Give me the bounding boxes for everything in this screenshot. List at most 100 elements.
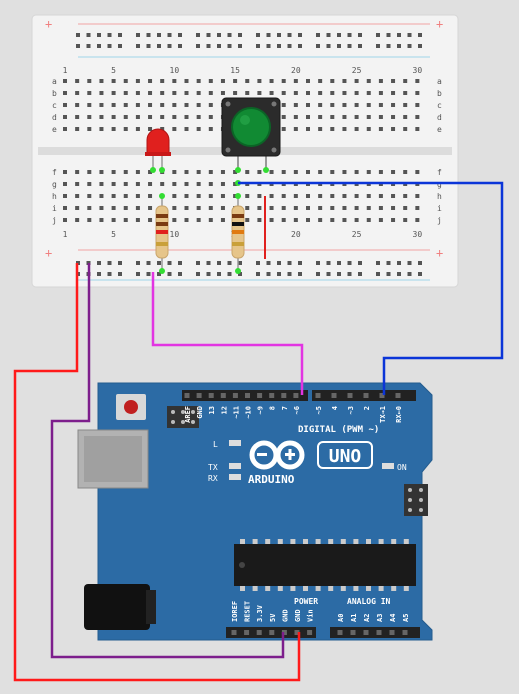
breadboard-hole[interactable] — [330, 218, 335, 222]
rail-hole[interactable] — [358, 261, 362, 265]
breadboard-hole[interactable] — [269, 194, 274, 198]
breadboard-hole[interactable] — [184, 115, 189, 119]
breadboard-hole[interactable] — [87, 91, 92, 95]
breadboard-hole[interactable] — [391, 127, 396, 131]
rail-hole[interactable] — [277, 272, 281, 276]
breadboard-hole[interactable] — [172, 91, 177, 95]
breadboard-hole[interactable] — [391, 115, 396, 119]
wire-magenta-pin8[interactable] — [151, 272, 304, 395]
breadboard-hole[interactable] — [366, 194, 371, 198]
breadboard-hole[interactable] — [378, 218, 383, 222]
breadboard-hole[interactable] — [354, 91, 359, 95]
breadboard-hole[interactable] — [123, 115, 128, 119]
breadboard-hole[interactable] — [87, 79, 92, 83]
breadboard-hole[interactable] — [160, 127, 165, 131]
breadboard-hole[interactable] — [293, 103, 298, 107]
breadboard-hole[interactable] — [257, 79, 262, 83]
breadboard-hole[interactable] — [135, 79, 140, 83]
rail-hole[interactable] — [178, 44, 182, 48]
rail-hole[interactable] — [298, 44, 302, 48]
rail-hole[interactable] — [386, 33, 391, 37]
red-led[interactable] — [145, 128, 171, 173]
rail-hole[interactable] — [196, 261, 200, 265]
rail-hole[interactable] — [376, 272, 380, 276]
breadboard-hole[interactable] — [87, 218, 92, 222]
breadboard-hole[interactable] — [415, 194, 420, 198]
breadboard-hole[interactable] — [269, 79, 274, 83]
rail-hole[interactable] — [157, 44, 161, 48]
breadboard-hole[interactable] — [75, 182, 80, 186]
breadboard-hole[interactable] — [123, 218, 128, 222]
breadboard-hole[interactable] — [123, 194, 128, 198]
resistor-button[interactable] — [231, 193, 245, 274]
rail-hole[interactable] — [167, 44, 172, 48]
rail-hole[interactable] — [326, 261, 331, 265]
breadboard-hole[interactable] — [318, 170, 323, 174]
breadboard-hole[interactable] — [196, 103, 201, 107]
breadboard-hole[interactable] — [135, 127, 140, 131]
breadboard-hole[interactable] — [318, 79, 323, 83]
breadboard-hole[interactable] — [196, 182, 201, 186]
breadboard-hole[interactable] — [123, 182, 128, 186]
breadboard-hole[interactable] — [281, 194, 286, 198]
breadboard-hole[interactable] — [148, 103, 153, 107]
breadboard-hole[interactable] — [123, 91, 128, 95]
breadboard-hole[interactable] — [366, 206, 371, 210]
breadboard-hole[interactable] — [403, 115, 408, 119]
breadboard-hole[interactable] — [184, 206, 189, 210]
digital-pin-hole[interactable] — [379, 393, 385, 398]
breadboard-hole[interactable] — [293, 194, 298, 198]
breadboard-hole[interactable] — [342, 103, 347, 107]
breadboard-hole[interactable] — [257, 91, 262, 95]
breadboard-hole[interactable] — [366, 79, 371, 83]
rail-hole[interactable] — [157, 261, 161, 265]
rail-hole[interactable] — [238, 33, 242, 37]
rail-hole[interactable] — [118, 33, 122, 37]
analog-pin-hole[interactable] — [376, 630, 382, 635]
breadboard-hole[interactable] — [281, 79, 286, 83]
rail-hole[interactable] — [178, 33, 182, 37]
rail-hole[interactable] — [256, 272, 260, 276]
breadboard-hole[interactable] — [354, 170, 359, 174]
breadboard-hole[interactable] — [208, 206, 213, 210]
digital-pin-hole[interactable] — [269, 393, 275, 398]
breadboard-hole[interactable] — [87, 206, 92, 210]
rail-hole[interactable] — [397, 272, 401, 276]
breadboard-hole[interactable] — [111, 170, 116, 174]
breadboard-hole[interactable] — [135, 218, 140, 222]
rail-hole[interactable] — [136, 272, 140, 276]
rail-hole[interactable] — [407, 33, 412, 37]
power-pin-hole[interactable] — [256, 630, 262, 635]
digital-pin-hole[interactable] — [347, 393, 353, 398]
rail-hole[interactable] — [358, 272, 362, 276]
breadboard-hole[interactable] — [160, 103, 165, 107]
breadboard-hole[interactable] — [75, 79, 80, 83]
rail-hole[interactable] — [238, 44, 242, 48]
breadboard-hole[interactable] — [99, 218, 104, 222]
breadboard-hole[interactable] — [160, 79, 165, 83]
rail-hole[interactable] — [326, 272, 331, 276]
rail-hole[interactable] — [407, 261, 412, 265]
rail-hole[interactable] — [217, 44, 221, 48]
breadboard-hole[interactable] — [342, 127, 347, 131]
rail-hole[interactable] — [97, 261, 101, 265]
breadboard-hole[interactable] — [196, 127, 201, 131]
digital-pin-hole[interactable] — [257, 393, 263, 398]
breadboard-hole[interactable] — [342, 170, 347, 174]
breadboard-hole[interactable] — [330, 127, 335, 131]
breadboard-hole[interactable] — [148, 79, 153, 83]
digital-pin-hole[interactable] — [208, 393, 214, 398]
analog-pin-hole[interactable] — [350, 630, 356, 635]
breadboard-hole[interactable] — [87, 127, 92, 131]
rail-hole[interactable] — [347, 44, 352, 48]
breadboard-hole[interactable] — [330, 170, 335, 174]
breadboard-hole[interactable] — [342, 206, 347, 210]
breadboard-hole[interactable] — [391, 170, 396, 174]
button-cap[interactable] — [231, 107, 271, 147]
rail-hole[interactable] — [298, 272, 302, 276]
breadboard-hole[interactable] — [220, 206, 225, 210]
breadboard-hole[interactable] — [208, 115, 213, 119]
breadboard-hole[interactable] — [403, 127, 408, 131]
breadboard-hole[interactable] — [293, 91, 298, 95]
breadboard-hole[interactable] — [330, 194, 335, 198]
